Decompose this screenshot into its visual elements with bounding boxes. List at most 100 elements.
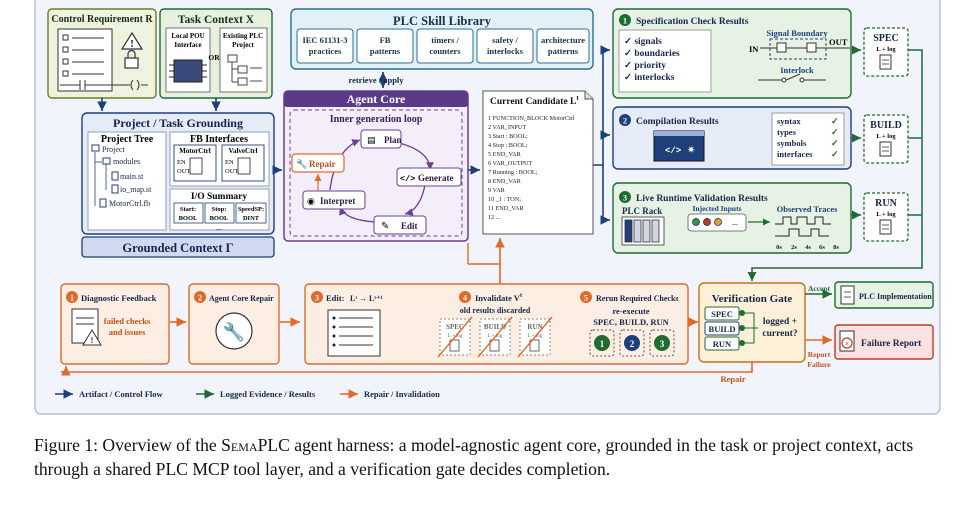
- gate-q2: current?: [762, 329, 797, 339]
- project-tree-icon: [227, 54, 262, 86]
- in-label: IN: [749, 44, 759, 54]
- tree-item-project: Project: [102, 145, 125, 154]
- skill-safety-1: safety /: [492, 35, 518, 45]
- edit-label: Edit: [401, 221, 418, 231]
- check-icon: ✓: [831, 138, 839, 148]
- report-label-1: Report: [808, 350, 831, 359]
- tick-0: 0s: [776, 244, 782, 251]
- step1-title: Diagnostic Feedback: [81, 293, 157, 303]
- tree-item-motorctrl: MotorCtrl.fb: [109, 199, 150, 208]
- run-badge: RUN L + log: [863, 192, 909, 242]
- compile-item-symbols: symbols: [777, 138, 807, 148]
- failure-report-label: Failure Report: [861, 339, 922, 349]
- repair-label: Repair: [309, 159, 336, 169]
- runtime-num: 3: [623, 194, 627, 203]
- code-line: 8 END_VAR: [488, 178, 522, 185]
- step1-text-2: and issues: [109, 327, 146, 337]
- skill-arch-2: patterns: [548, 46, 579, 56]
- skill-fb-2: patterns: [370, 46, 401, 56]
- tick-2: 2s: [791, 244, 797, 251]
- io-start: Start:: [180, 206, 196, 213]
- tick-8: 8s: [833, 244, 839, 251]
- code-line: 9 VAR: [488, 187, 506, 194]
- step1-num: 1: [70, 294, 74, 303]
- compile-item-types: types: [777, 127, 797, 137]
- grounded-context-label: Grounded Context Γ: [122, 241, 233, 255]
- spec-check-boundaries: ✓ boundaries: [624, 49, 680, 59]
- plan-node: [360, 129, 402, 149]
- step4-sub: old results discarded: [460, 306, 531, 315]
- document-icon: [840, 285, 855, 305]
- grounding-title: Project / Task Grounding: [113, 116, 243, 130]
- local-pou-label-2: Interface: [174, 41, 201, 49]
- legend-flow: Artifact / Control Flow: [79, 389, 164, 399]
- gate-run: RUN: [713, 339, 732, 349]
- fb-en-2: EN: [225, 159, 234, 166]
- spec-check-priority: ✓ priority: [624, 61, 666, 71]
- log-icon: [879, 54, 892, 70]
- existing-label-2: Project: [232, 41, 254, 49]
- compile-num: 2: [623, 117, 627, 126]
- fb-out: OUT: [177, 168, 190, 175]
- trace-waveform: [775, 216, 831, 237]
- folder-icon: [91, 144, 100, 152]
- invalidated-build: BUILD L + log: [477, 316, 513, 358]
- code-line: 12 ...: [488, 214, 501, 221]
- code-icon: </>: [400, 174, 415, 184]
- caption-lead: Figure 1: Overview of the: [34, 435, 222, 455]
- interlock-label: Interlock: [780, 65, 814, 75]
- badge-spec-label: SPEC: [873, 33, 899, 44]
- control-req-title: Control Requirement R: [51, 14, 153, 25]
- step5-title: Rerun Required Checks: [596, 294, 679, 303]
- svg-text:✷: ✷: [687, 145, 695, 156]
- code-line: 10 _1 : TON;: [488, 196, 521, 203]
- step2-title: Agent Core Repair: [209, 294, 274, 303]
- fb-en: EN: [177, 159, 186, 166]
- spec-title: Specification Check Results: [636, 17, 749, 27]
- lock-icon: [124, 49, 139, 69]
- control-requirement-panel: Control Requirement R !: [47, 8, 157, 99]
- input-indicator: [692, 218, 700, 226]
- verification-gate-panel: Verification Gate SPEC BUILD RUN logged …: [698, 282, 806, 363]
- existing-label-1: Existing PLC: [223, 32, 263, 40]
- candidate-code: 1 FUNCTION_BLOCK MotorCtrl 2 VAR_INPUT 3…: [488, 115, 575, 221]
- build-badge: BUILD L + log: [863, 114, 909, 164]
- failure-report-box: × Failure Report: [834, 324, 934, 360]
- file-icon: [111, 184, 119, 194]
- task-context-panel: Task Context X Local POU Interface OR Ex…: [159, 8, 273, 99]
- step5-list: SPEC, BUILD, RUN: [593, 317, 669, 327]
- step1-text-1: failed checks: [104, 316, 151, 326]
- gate-spec: SPEC: [711, 309, 733, 319]
- interpret-node: [302, 190, 366, 210]
- observed-traces-label: Observed Traces: [777, 204, 839, 214]
- folder-icon: [102, 157, 111, 165]
- wrench-icon: 🔧: [223, 321, 245, 342]
- log-icon: [879, 219, 892, 235]
- code-line: 6 VAR_OUTPUT: [488, 160, 533, 167]
- input-indicator: [714, 218, 722, 226]
- repair-return-label: Repair: [720, 374, 745, 384]
- invalidated-spec: SPEC L + log: [437, 316, 473, 358]
- io-start-type: BOOL: [179, 215, 198, 222]
- badge-spec-sub: L + log: [876, 46, 896, 53]
- log-icon: [879, 141, 892, 157]
- runtime-title: Live Runtime Validation Results: [636, 194, 768, 204]
- gate-q1: logged +: [763, 317, 797, 327]
- step5-sub: re-execute: [612, 306, 649, 316]
- gate-title: Verification Gate: [712, 293, 793, 305]
- svg-text:!: !: [130, 39, 133, 50]
- io-speed-type: DINT: [243, 215, 260, 222]
- skill-arch-1: architecture: [541, 35, 585, 45]
- tree-item-iomap: io_map.st: [120, 185, 152, 194]
- plc-rack-label: PLC Rack: [622, 206, 662, 216]
- mini-spec: SPEC: [446, 323, 464, 331]
- interlock-symbol: [758, 73, 826, 83]
- skill-fb-1: FB: [380, 35, 391, 45]
- repair-steps-3-5: 3 Edit: Lᵗ → Lᵗ⁺¹ 4 Invalidate Vt old re…: [304, 283, 689, 365]
- task-context-title: Task Context X: [178, 14, 255, 26]
- tree-item-main: main.st: [120, 172, 144, 181]
- compilation-panel: 2 Compilation Results </> ✷ syntax types…: [612, 106, 852, 170]
- spec-check-interlocks: ✓ interlocks: [624, 73, 675, 83]
- step4-title: Invalidate Vt: [475, 292, 523, 303]
- interface-block-icon: [173, 59, 203, 83]
